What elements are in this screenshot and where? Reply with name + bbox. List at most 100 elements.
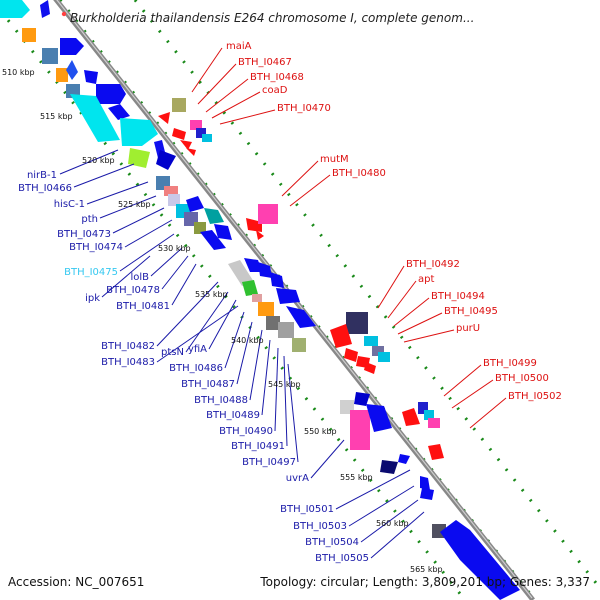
connector-line xyxy=(73,163,135,188)
gene-label-bth-i0466[interactable]: BTH_I0466 xyxy=(18,183,72,194)
gene-label-maiA[interactable]: maiA xyxy=(226,41,252,52)
connector-line xyxy=(387,280,417,319)
gene-block xyxy=(346,312,368,334)
connector-line xyxy=(397,312,443,335)
gene-label-bth-i0480[interactable]: BTH_I0480 xyxy=(332,168,386,179)
gene-block xyxy=(292,338,306,352)
gene-block xyxy=(428,444,444,460)
connector-line xyxy=(261,339,271,416)
connector-line xyxy=(289,174,331,207)
connector-line xyxy=(161,255,189,290)
gene-block xyxy=(270,272,284,288)
gene-label-bth-i0467[interactable]: BTH_I0467 xyxy=(238,57,292,68)
gene-block xyxy=(158,112,170,124)
gene-block xyxy=(228,260,254,286)
connector-line xyxy=(451,379,494,409)
connector-line xyxy=(191,47,223,93)
gene-label-bth-i0487[interactable]: BTH_I0487 xyxy=(181,379,235,390)
connector-line xyxy=(150,247,183,277)
gene-label-ipk[interactable]: ipk xyxy=(85,293,100,304)
gene-block xyxy=(0,0,30,18)
gene-label-hisC-1[interactable]: hisC-1 xyxy=(54,199,85,210)
gene-label-bth-i0474[interactable]: BTH_I0474 xyxy=(69,242,123,253)
gene-label-bth-i0499[interactable]: BTH_I0499 xyxy=(483,358,537,369)
gene-label-ptsN[interactable]: ptsN xyxy=(161,347,184,358)
gene-label-bth-i0503[interactable]: BTH_I0503 xyxy=(293,521,347,532)
gene-label-bth-i0504[interactable]: BTH_I0504 xyxy=(305,537,359,548)
gene-label-bth-i0473[interactable]: BTH_I0473 xyxy=(57,229,111,240)
connector-line xyxy=(171,263,197,306)
connector-line xyxy=(403,329,455,343)
gene-label-yfiA[interactable]: yfiA xyxy=(188,344,207,355)
gene-block xyxy=(202,134,212,142)
gene-block xyxy=(424,410,434,420)
gene-label-bth-i0492[interactable]: BTH_I0492 xyxy=(406,259,460,270)
gene-block xyxy=(242,280,258,296)
scale-tick-label: 520 kbp xyxy=(82,156,115,165)
scale-tick-label: 555 kbp xyxy=(340,473,373,482)
gene-block xyxy=(194,222,206,234)
gene-label-bth-i0489[interactable]: BTH_I0489 xyxy=(206,410,260,421)
gene-label-bth-i0497[interactable]: BTH_I0497 xyxy=(242,457,296,468)
gene-block xyxy=(258,302,274,316)
gene-label-purU[interactable]: purU xyxy=(456,323,480,334)
gene-label-mutM[interactable]: mutM xyxy=(320,154,349,165)
gene-label-bth-i0468[interactable]: BTH_I0468 xyxy=(250,72,304,83)
gene-block xyxy=(350,410,370,450)
gene-label-bth-i0505[interactable]: BTH_I0505 xyxy=(315,553,369,564)
connector-line xyxy=(348,485,415,527)
scale-tick-label: 550 kbp xyxy=(304,427,337,436)
connector-line xyxy=(469,397,507,429)
gene-block xyxy=(252,294,262,302)
gene-label-nirB-1[interactable]: nirB-1 xyxy=(27,170,57,181)
gene-block xyxy=(66,60,78,80)
gene-block xyxy=(266,316,280,330)
gene-label-bth-i0488[interactable]: BTH_I0488 xyxy=(194,395,248,406)
gene-label-bth-i0501[interactable]: BTH_I0501 xyxy=(280,504,334,515)
gene-block xyxy=(186,196,204,212)
gene-label-bth-i0500[interactable]: BTH_I0500 xyxy=(495,373,549,384)
gene-label-bth-i0481[interactable]: BTH_I0481 xyxy=(116,301,170,312)
gene-label-lolB[interactable]: lolB xyxy=(130,272,149,283)
scale-tick-label: 540 kbp xyxy=(231,336,264,345)
gene-label-bth-i0490[interactable]: BTH_I0490 xyxy=(219,426,273,437)
connector-line xyxy=(335,469,411,510)
gene-label-bth-i0482[interactable]: BTH_I0482 xyxy=(101,341,155,352)
gene-block xyxy=(180,140,192,150)
gene-block xyxy=(372,346,384,356)
gene-label-bth-i0478[interactable]: BTH_I0478 xyxy=(106,285,160,296)
gene-label-bth-i0470[interactable]: BTH_I0470 xyxy=(277,103,331,114)
gene-label-bth-i0475[interactable]: BTH_I0475 xyxy=(64,267,118,278)
gene-label-bth-i0483[interactable]: BTH_I0483 xyxy=(101,357,155,368)
connector-line xyxy=(287,363,299,463)
connector-line xyxy=(86,181,149,205)
gene-block xyxy=(366,404,392,432)
gene-block xyxy=(256,230,264,240)
gene-block xyxy=(70,94,120,142)
gene-label-bth-i0486[interactable]: BTH_I0486 xyxy=(169,363,223,374)
gene-block xyxy=(402,408,420,426)
gene-label-bth-i0491[interactable]: BTH_I0491 xyxy=(231,441,285,452)
gene-label-pth[interactable]: pth xyxy=(81,214,98,225)
connector-line xyxy=(197,63,237,105)
gene-label-bth-i0495[interactable]: BTH_I0495 xyxy=(444,306,498,317)
gene-label-apt[interactable]: apt xyxy=(418,274,434,285)
connector-line xyxy=(156,305,239,363)
gene-label-uvrA[interactable]: uvrA xyxy=(286,473,309,484)
gene-label-bth-i0502[interactable]: BTH_I0502 xyxy=(508,391,562,402)
gene-block xyxy=(186,148,196,156)
gene-block xyxy=(214,224,232,240)
gene-block xyxy=(168,194,180,206)
gene-label-coaD[interactable]: coaD xyxy=(262,85,288,96)
gene-label-bth-i0494[interactable]: BTH_I0494 xyxy=(431,291,485,302)
scale-tick-label: 565 kbp xyxy=(410,565,443,574)
connector-line xyxy=(205,78,249,113)
connector-line xyxy=(219,109,276,125)
gene-block xyxy=(420,476,430,490)
connector-line xyxy=(377,265,405,309)
connector-line xyxy=(124,219,173,248)
gene-block xyxy=(172,98,186,112)
accession-text: Accession: NC_007651 xyxy=(8,575,144,589)
gene-block xyxy=(258,204,278,224)
